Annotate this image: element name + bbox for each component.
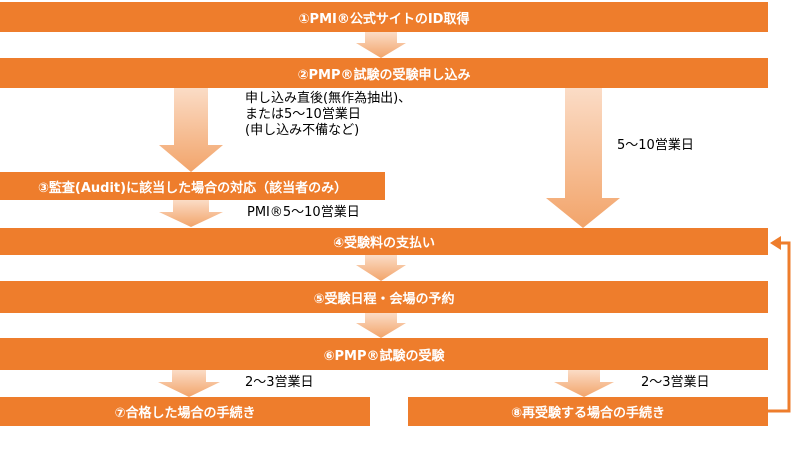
after-audit-note: PMI®5～10営業日 [247, 205, 360, 220]
audit-timing-line3: (申し込み不備など) [245, 123, 360, 138]
arrow-step6-to-step8 [554, 370, 614, 397]
step6-label: ⑥PMP®試験の受験 [323, 348, 445, 364]
step4-box: ④受験料の支払い [0, 228, 768, 255]
step1-label: ①PMI®公式サイトのID取得 [298, 11, 470, 27]
arrow-step2-to-step4 [546, 88, 620, 228]
arrow-step5-to-step6 [356, 313, 406, 338]
step3-label: ③監査(Audit)に該当した場合の対応（該当者のみ） [37, 180, 348, 196]
step2-label: ②PMP®試験の受験申し込み [297, 67, 471, 83]
step3-box: ③監査(Audit)に該当した場合の対応（該当者のみ） [0, 172, 385, 200]
audit-timing-line1: 申し込み直後(無作為抽出)、 [245, 91, 412, 106]
audit-timing-line2: または5～10営業日 [245, 107, 361, 122]
step2-box: ②PMP®試験の受験申し込み [0, 58, 768, 88]
arrow-step4-to-step5 [356, 255, 406, 281]
arrow-step1-to-step2 [356, 32, 406, 58]
step1-box: ①PMI®公式サイトのID取得 [0, 2, 768, 32]
arrow-step8-to-step4-head [770, 236, 781, 250]
normal-path-note: 5～10営業日 [617, 138, 694, 153]
pass-result-note: 2～3営業日 [245, 375, 314, 390]
step7-label: ⑦合格した場合の手続き [114, 406, 256, 421]
step6-box: ⑥PMP®試験の受験 [0, 338, 768, 370]
step5-label: ⑤受験日程・会場の予約 [313, 291, 455, 307]
arrow-step3-to-step4 [159, 200, 223, 227]
step8-box: ⑧再受験する場合の手続き [408, 397, 768, 426]
arrow-step8-to-step4-return [768, 241, 791, 413]
arrow-step6-to-step7 [158, 370, 220, 397]
arrow-step2-to-step3 [159, 88, 223, 172]
step4-label: ④受験料の支払い [332, 236, 435, 251]
step8-label: ⑧再受験する場合の手続き [510, 406, 665, 421]
retake-result-note: 2～3営業日 [641, 375, 710, 390]
step5-box: ⑤受験日程・会場の予約 [0, 281, 768, 313]
audit-timing-note: 申し込み直後(無作為抽出)、 または5～10営業日 (申し込み不備など) [245, 91, 411, 139]
step7-box: ⑦合格した場合の手続き [0, 397, 370, 426]
